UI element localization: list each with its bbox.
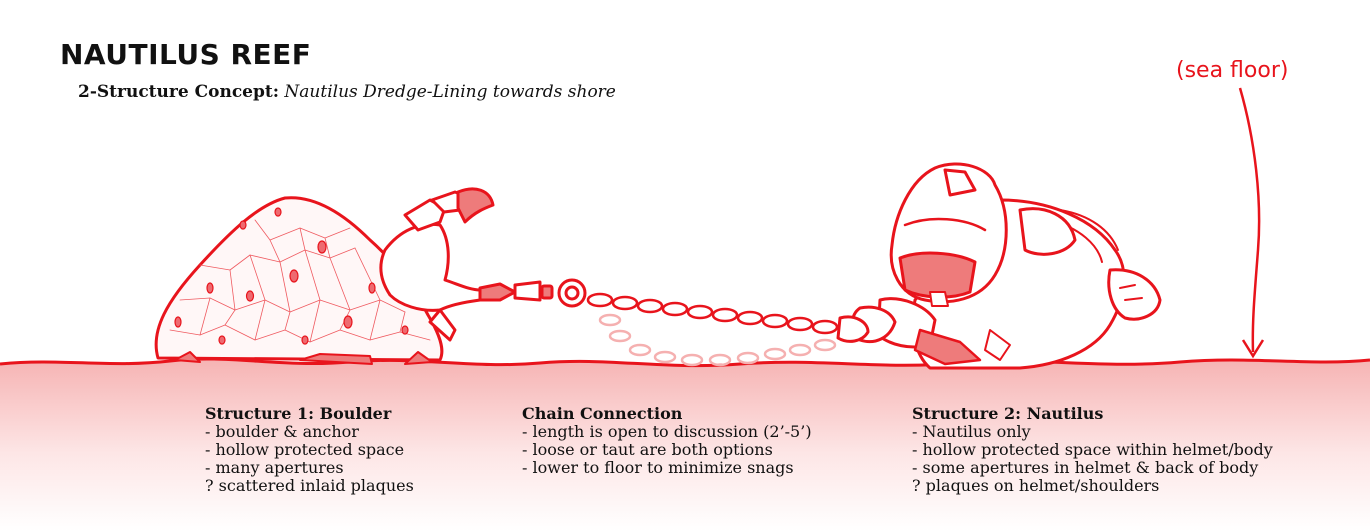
list-item: - loose or taut are both options (522, 440, 773, 459)
chain-connection (478, 278, 839, 335)
anchor-arm (379, 187, 495, 342)
list-item: - hollow protected space (205, 440, 405, 459)
chain-loose-option (598, 313, 837, 367)
chain-connection-notes: Chain Connection - length is open to dis… (522, 405, 812, 477)
list-item: - many apertures (205, 458, 344, 477)
list-item: - Nautilus only (912, 422, 1031, 441)
list-item: ? plaques on helmet/shoulders (912, 476, 1160, 495)
chain-connection-heading: Chain Connection (522, 404, 683, 423)
arrow-head-icon (1241, 339, 1265, 359)
sea-floor-arrow (1238, 87, 1261, 353)
nautilus-structure (836, 162, 1162, 370)
structure-1-heading: Structure 1: Boulder (205, 404, 392, 423)
subtitle-concept: Nautilus Dredge-Lining towards shore (284, 82, 616, 102)
list-item: - hollow protected space within helmet/b… (912, 440, 1273, 459)
sea-floor (0, 358, 1370, 531)
page-title: NAUTILUS REEF (60, 38, 312, 71)
sea-floor-label: (sea floor) (1176, 58, 1288, 83)
list-item: - some apertures in helmet & back of bod… (912, 458, 1259, 477)
structure-1-notes: Structure 1: Boulder - boulder & anchor … (205, 405, 414, 495)
structure-2-heading: Structure 2: Nautilus (912, 404, 1104, 423)
subtitle-label: 2-Structure Concept: (78, 82, 279, 102)
page-subtitle: 2-Structure Concept: Nautilus Dredge-Lin… (78, 82, 616, 102)
list-item: - lower to floor to minimize snags (522, 458, 794, 477)
structure-2-notes: Structure 2: Nautilus - Nautilus only - … (912, 405, 1273, 495)
list-item: - length is open to discussion (2’-5’) (522, 422, 812, 441)
list-item: - boulder & anchor (205, 422, 359, 441)
sea-floor-annotation: (sea floor) (1176, 58, 1288, 359)
list-item: ? scattered inlaid plaques (205, 476, 414, 495)
boulder-structure (154, 196, 444, 365)
